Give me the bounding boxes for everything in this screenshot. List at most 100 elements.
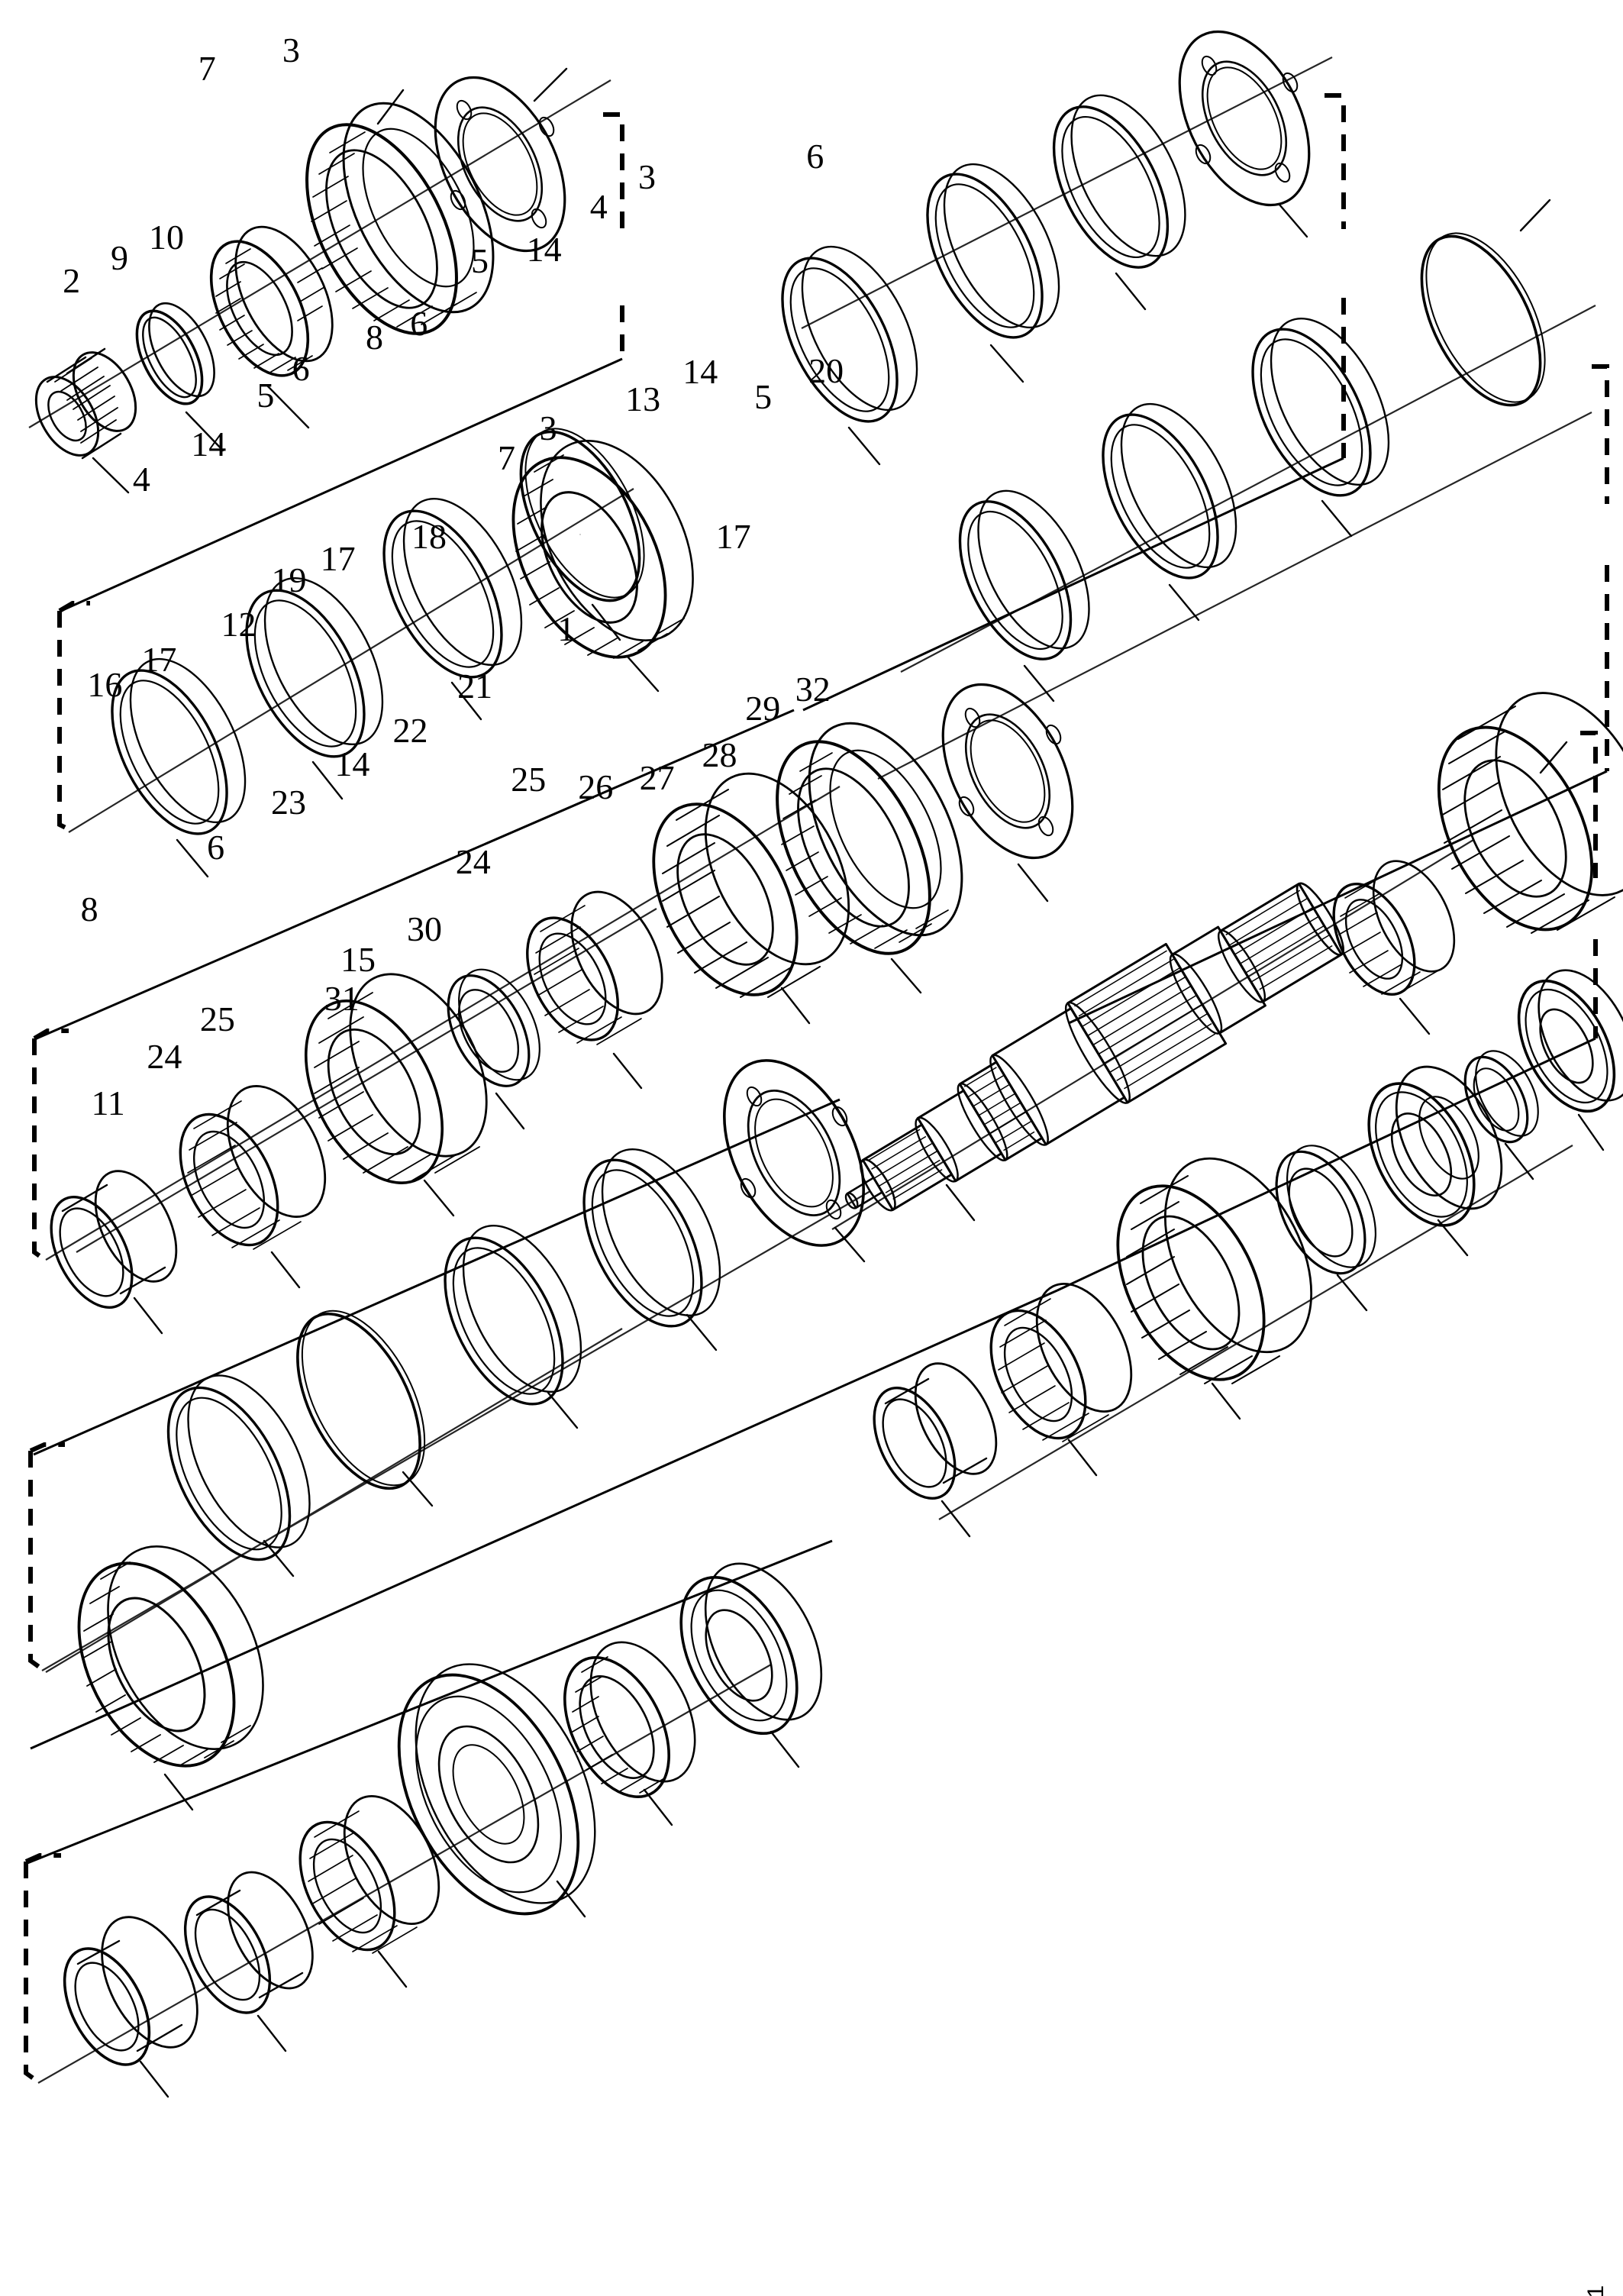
part-27-thrust-washer-r5	[1275, 1145, 1377, 1275]
callout-17-c17b: 17	[320, 539, 356, 579]
callout-3-c3b: 3	[637, 157, 656, 196]
callout-4-c4b: 4	[132, 460, 150, 499]
part-17-needle-bearing-right	[1332, 860, 1456, 996]
callout-27-c27: 27	[639, 757, 675, 797]
part-23-ring	[166, 1374, 311, 1561]
callout-5-c5a: 5	[470, 241, 489, 281]
part-31-large-ring-gear	[397, 1663, 596, 1916]
part-14-ring-r1	[926, 163, 1060, 339]
callout-6-c6b: 6	[410, 304, 428, 344]
callout-20-c20: 20	[808, 351, 844, 391]
part-14-ring-r2r	[1102, 402, 1237, 580]
callout-25-c25a: 25	[511, 760, 547, 799]
callout-14-c14b: 14	[191, 425, 227, 464]
callout-23-c23: 23	[271, 783, 307, 822]
part-8-synchro-hub-r4	[77, 1545, 264, 1768]
group-boundary-boxes	[24, 93, 1609, 2085]
part-10-synchronizer-hub-small	[209, 225, 334, 377]
callout-17-c17c: 17	[141, 640, 177, 680]
part-5-ring-r2	[382, 497, 523, 679]
callout-5-c5b: 5	[257, 375, 275, 415]
part-32-oil-seal	[1517, 969, 1623, 1113]
part-24-spacer-r5	[873, 1362, 998, 1500]
part-6-ring-r4	[296, 1309, 426, 1490]
callout-19-c19: 19	[271, 560, 307, 599]
part-3-drive-flange-c	[941, 683, 1074, 860]
part-15-pinion-gear-small	[563, 1641, 696, 1799]
part-20-helical-drive-gear	[1437, 692, 1623, 934]
callout-25-c25b: 25	[199, 999, 235, 1038]
part-4-ring-r2	[111, 657, 247, 835]
part-17-needle-bearing-left	[179, 1085, 327, 1250]
callout-10-c10: 10	[148, 217, 184, 257]
part-4-ring-r1	[1052, 94, 1186, 269]
part-14-ring-r4	[444, 1224, 582, 1406]
part-17-needle-bearing-mid	[526, 890, 663, 1045]
callout-12-c12: 12	[221, 604, 257, 644]
callout-2-c2: 2	[63, 261, 81, 301]
part-12-synchro-gear-assembly	[304, 973, 488, 1184]
callout-7-c7b: 7	[498, 438, 516, 477]
part-13-ring-r2r	[958, 489, 1090, 660]
part-14-ring-r2	[245, 576, 384, 758]
part-25-needle-bearing-r6	[298, 1795, 440, 1954]
part-24-spacer-r6	[183, 1871, 314, 2014]
part-9-snap-ring	[135, 302, 215, 405]
callout-24-c24a: 24	[455, 841, 491, 881]
callout-21-c21: 21	[457, 666, 493, 706]
callout-22-c22: 22	[392, 711, 428, 751]
callout-30-c30: 30	[406, 909, 442, 949]
callout-8-c8a: 8	[365, 318, 383, 357]
callout-1-c1: 1	[557, 609, 576, 649]
callout-32-c32: 32	[795, 669, 831, 709]
callout-26-c26: 26	[578, 767, 614, 806]
part-16-spacer-sleeve	[50, 1170, 178, 1309]
part-26-helical-output-gear	[1116, 1157, 1313, 1384]
callout-14-c14c: 14	[682, 351, 718, 391]
callout-11-c11: 11	[91, 1083, 125, 1122]
part-22-ring	[582, 1148, 721, 1328]
part-2-tapered-roller-bearing	[34, 347, 137, 460]
callout-9-c9: 9	[110, 237, 128, 277]
callout-8-c8b: 8	[80, 890, 98, 929]
callout-7-c7a: 7	[198, 48, 216, 88]
callout-6-c6c: 6	[292, 349, 310, 389]
callout-28-c28: 28	[702, 735, 737, 774]
callout-24-c24b: 24	[147, 1036, 182, 1076]
part-21-synchronizer-body	[723, 1059, 865, 1247]
callout-17-c17a: 17	[715, 517, 751, 557]
callout-18-c18: 18	[411, 516, 447, 556]
part-30-bearing-race	[679, 1562, 823, 1736]
callout-29-c29: 29	[745, 689, 781, 728]
callout-15-c15: 15	[340, 940, 376, 980]
part-11-bearing-cup	[63, 1916, 198, 2066]
callout-leader-lines	[92, 67, 1605, 2098]
part-25-needle-bearing-r5	[989, 1283, 1133, 1442]
callout-5-c5c: 5	[754, 377, 773, 417]
part-8-synchro-hub-r2	[511, 439, 694, 659]
callout-31-c31: 31	[324, 978, 360, 1018]
callout-3-c3c: 3	[539, 409, 557, 448]
part-5-ring-r2r	[1251, 317, 1390, 497]
callout-16-c16: 16	[87, 665, 123, 705]
callout-4-c4a: 4	[589, 187, 608, 227]
part-5-ring-r1	[781, 245, 918, 423]
part-7-synchro-ring-b	[776, 722, 963, 955]
part-7-synchronizer-ring-large	[305, 102, 495, 335]
part-6-ring-r2r	[1420, 232, 1546, 407]
part-3-drive-flange-a	[434, 76, 566, 253]
callout-14-c14d: 14	[334, 744, 370, 783]
callout-6-c6d: 6	[207, 828, 225, 867]
callout-6-c6a: 6	[806, 136, 824, 176]
drawing-number: 352331	[1583, 2285, 1609, 2296]
callout-3-c3a: 3	[282, 30, 300, 69]
part-18-helical-gear	[652, 772, 850, 998]
part-3-drive-flange-b	[1178, 30, 1311, 207]
part-28-ball-bearing	[1367, 1065, 1503, 1227]
part-29-shim-ring	[1463, 1050, 1539, 1144]
part-19-thrust-washer	[447, 968, 540, 1087]
part-1-mainshaft	[844, 882, 1344, 1212]
callout-14-c14a: 14	[526, 230, 562, 270]
